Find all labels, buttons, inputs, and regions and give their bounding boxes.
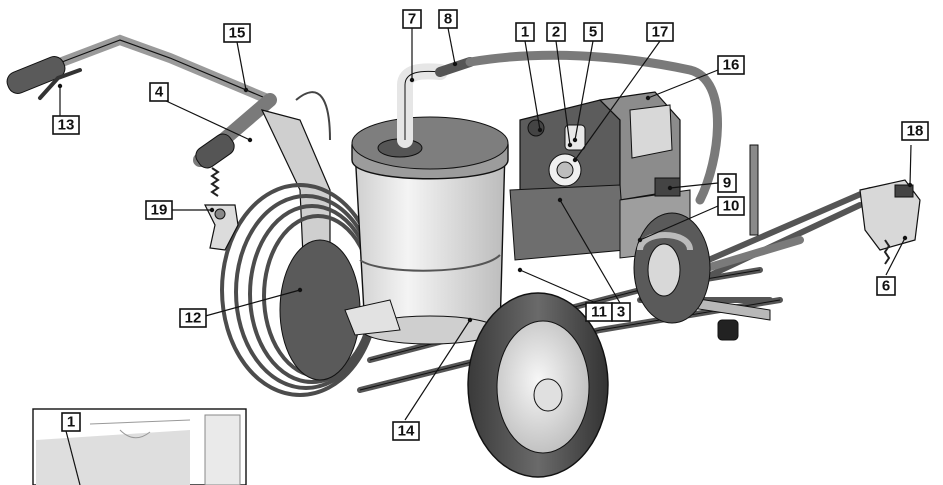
callout-15: 15 — [223, 23, 251, 43]
callout-label: 18 — [907, 123, 924, 140]
callout-label: 14 — [398, 423, 415, 440]
callout-5: 5 — [583, 22, 603, 42]
callout-label: 2 — [552, 24, 560, 41]
callout-label: 3 — [617, 304, 625, 321]
callout-label: 5 — [589, 24, 597, 41]
callout-label: 9 — [723, 175, 731, 192]
callout-1-inset: 1 — [61, 412, 81, 432]
rear-wheel — [467, 292, 609, 478]
leader-lines — [57, 27, 913, 421]
callout-label: 7 — [408, 11, 416, 28]
callout-label: 11 — [591, 304, 607, 321]
callout-label: 1 — [521, 24, 529, 41]
callout-19: 19 — [145, 200, 173, 220]
callout-14: 14 — [392, 421, 420, 441]
callout-label: 16 — [723, 57, 740, 74]
drain-hose — [465, 50, 722, 205]
callout-6: 6 — [876, 276, 896, 296]
machine-illustration — [6, 34, 921, 478]
callout-12: 12 — [179, 308, 207, 328]
paint-bucket — [344, 116, 509, 345]
callout-11: 11 — [585, 302, 613, 322]
callout-9: 9 — [717, 173, 737, 193]
callout-label: 17 — [652, 24, 669, 41]
inset-detail — [32, 408, 247, 485]
callout-18: 18 — [901, 121, 929, 141]
callout-label: 19 — [151, 202, 168, 219]
callout-4: 4 — [149, 82, 169, 102]
callout-16: 16 — [717, 55, 745, 75]
gun-holder — [859, 179, 921, 265]
callout-label: 12 — [185, 310, 202, 327]
callout-label: 4 — [155, 84, 164, 101]
callout-3: 3 — [611, 302, 631, 322]
callout-1: 1 — [515, 22, 535, 42]
callout-label: 10 — [723, 198, 740, 215]
handlebar — [6, 34, 277, 169]
callout-10: 10 — [717, 196, 745, 216]
callout-label: 8 — [444, 11, 452, 28]
callout-label: 1 — [67, 414, 75, 431]
callout-13: 13 — [52, 115, 80, 135]
suction-tube — [397, 57, 475, 148]
callout-label: 15 — [229, 25, 246, 42]
callout-label: 6 — [882, 278, 890, 295]
spray-gun — [204, 204, 239, 251]
callout-7: 7 — [402, 9, 422, 29]
callout-label: 13 — [58, 117, 75, 134]
front-wheel — [633, 212, 711, 324]
callout-8: 8 — [438, 9, 458, 29]
callout-2: 2 — [546, 22, 566, 42]
callout-17: 17 — [646, 22, 674, 42]
